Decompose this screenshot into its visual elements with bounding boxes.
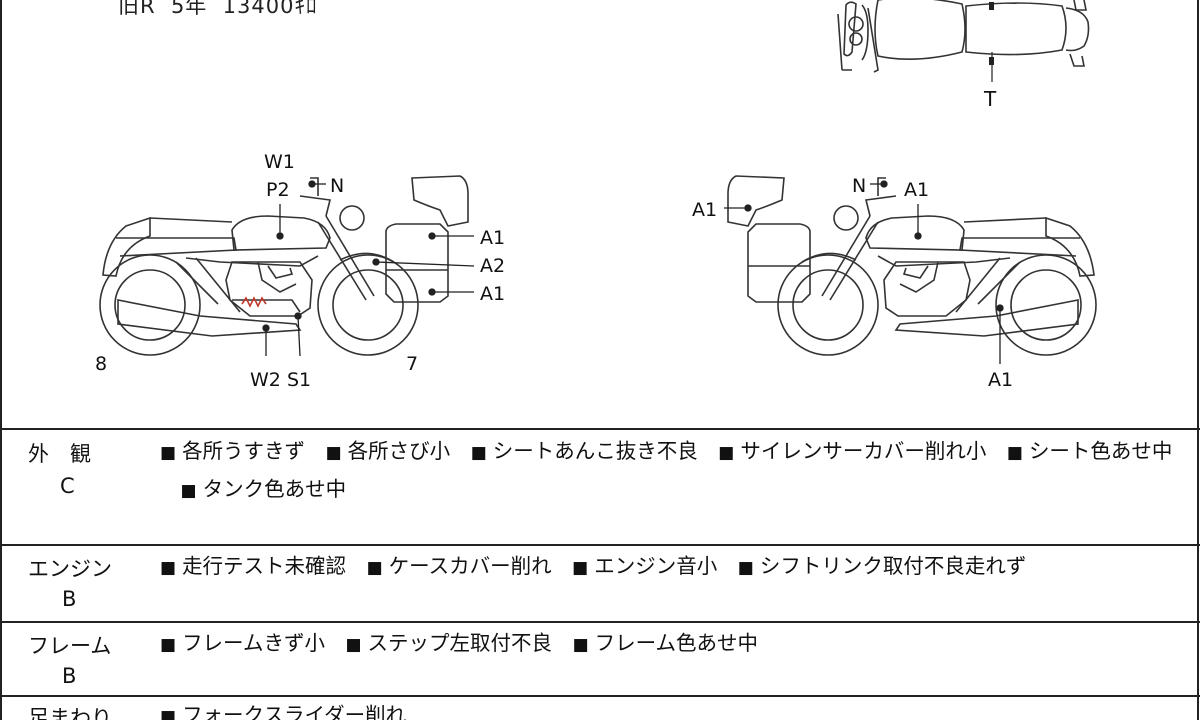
item-exterior-1: ■各所うすきず xyxy=(160,439,306,463)
top-view-motorcycle xyxy=(837,0,1090,82)
row-title-frame: フレーム xyxy=(28,634,112,658)
label-s1: S1 xyxy=(287,369,311,391)
bullet-square-icon: ■ xyxy=(160,707,177,720)
right-view-motorcycle xyxy=(727,175,1097,356)
left-view-leaders xyxy=(262,180,475,357)
item-engine-3: ■エンジン音小 xyxy=(572,554,718,578)
row-title-engine: エンジン xyxy=(28,557,112,581)
row-items-frame: ■フレームきず小 ■ステップ左取付不良 ■フレーム色あせ中 xyxy=(160,625,1185,663)
bullet-square-icon: ■ xyxy=(572,635,589,655)
row-grade-frame: B xyxy=(62,664,77,688)
row-items-exterior: ■各所うすきず ■各所さび小 ■シートあんこ抜き不良 ■サイレンサーカバー削れ小… xyxy=(160,433,1185,509)
label-n-left: N xyxy=(330,175,344,197)
diagram-divider xyxy=(0,428,1200,430)
row-grade-exterior: C xyxy=(60,474,75,498)
label-a1-case-right: A1 xyxy=(692,199,717,221)
row-frame: フレーム B ■フレームきず小 ■ステップ左取付不良 ■フレーム色あせ中 xyxy=(0,622,1200,695)
label-w1: W1 xyxy=(264,151,295,173)
left-view-motorcycle xyxy=(99,175,469,356)
top-view-marker-lower xyxy=(989,57,994,65)
row-suspension: 足まわり ■フォークスライダー削れ xyxy=(0,696,1200,720)
bullet-square-icon: ■ xyxy=(718,443,735,463)
label-a1-upper: A1 xyxy=(480,227,505,249)
bullet-square-icon: ■ xyxy=(572,558,589,578)
row-items-engine: ■走行テスト未確認 ■ケースカバー削れ ■エンジン音小 ■シフトリンク取付不良走… xyxy=(160,548,1185,586)
label-n-right: N xyxy=(852,175,866,197)
row-divider-suspension xyxy=(0,695,1200,697)
item-frame-3: ■フレーム色あせ中 xyxy=(572,631,759,655)
model-year-mileage-note: 旧R 5年 13400ｷﾛ xyxy=(118,0,318,18)
row-divider-engine xyxy=(0,544,1200,546)
frame-left-border xyxy=(0,0,2,720)
label-a1-lower: A1 xyxy=(480,283,505,305)
right-view-leaders xyxy=(724,180,1004,364)
label-p2: P2 xyxy=(266,179,290,201)
bullet-square-icon: ■ xyxy=(160,443,177,463)
bullet-square-icon: ■ xyxy=(180,481,197,501)
item-exterior-3: ■シートあんこ抜き不良 xyxy=(470,439,698,463)
bullet-square-icon: ■ xyxy=(160,635,177,655)
row-title-suspension: 足まわり xyxy=(28,706,112,720)
item-frame-1: ■フレームきず小 xyxy=(160,631,325,655)
bullet-square-icon: ■ xyxy=(160,558,177,578)
top-view-marker-upper xyxy=(989,2,994,10)
row-divider-frame xyxy=(0,621,1200,623)
frame-right-border xyxy=(1197,0,1199,720)
label-front-wheel-7: 7 xyxy=(406,353,418,375)
bullet-square-icon: ■ xyxy=(737,558,754,578)
item-engine-2: ■ケースカバー削れ xyxy=(366,554,552,578)
row-items-suspension: ■フォークスライダー削れ xyxy=(160,697,1185,720)
bullet-square-icon: ■ xyxy=(1006,443,1023,463)
item-engine-4: ■シフトリンク取付不良走れず xyxy=(737,554,1027,578)
row-grade-engine: B xyxy=(62,587,77,611)
item-exterior-2: ■各所さび小 xyxy=(325,439,451,463)
row-title-exterior: 外 観 xyxy=(28,442,91,466)
row-exterior: 外 観 C ■各所うすきず ■各所さび小 ■シートあんこ抜き不良 ■サイレンサー… xyxy=(0,430,1200,544)
item-suspension-1: ■フォークスライダー削れ xyxy=(160,703,406,720)
damage-mark-w2 xyxy=(241,296,267,308)
bullet-square-icon: ■ xyxy=(366,558,383,578)
item-exterior-5: ■シート色あせ中 xyxy=(1006,439,1173,463)
label-a1-tank-right: A1 xyxy=(904,179,929,201)
label-a1-bottom-right: A1 xyxy=(988,369,1013,391)
label-a2: A2 xyxy=(480,255,505,277)
item-frame-2: ■ステップ左取付不良 xyxy=(345,631,553,655)
top-view-label-t: T xyxy=(983,87,997,111)
item-exterior-4: ■サイレンサーカバー削れ小 xyxy=(718,439,987,463)
label-w2: W2 xyxy=(250,369,281,391)
bullet-square-icon: ■ xyxy=(345,635,362,655)
item-engine-1: ■走行テスト未確認 xyxy=(160,554,347,578)
item-exterior-6: ■タンク色あせ中 xyxy=(180,477,347,501)
bullet-square-icon: ■ xyxy=(325,443,342,463)
label-rear-wheel-8: 8 xyxy=(95,353,107,375)
bullet-square-icon: ■ xyxy=(470,443,487,463)
motorcycle-damage-diagram: T xyxy=(95,0,1097,391)
row-engine: エンジン B ■走行テスト未確認 ■ケースカバー削れ ■エンジン音小 ■シフトリ… xyxy=(0,545,1200,621)
